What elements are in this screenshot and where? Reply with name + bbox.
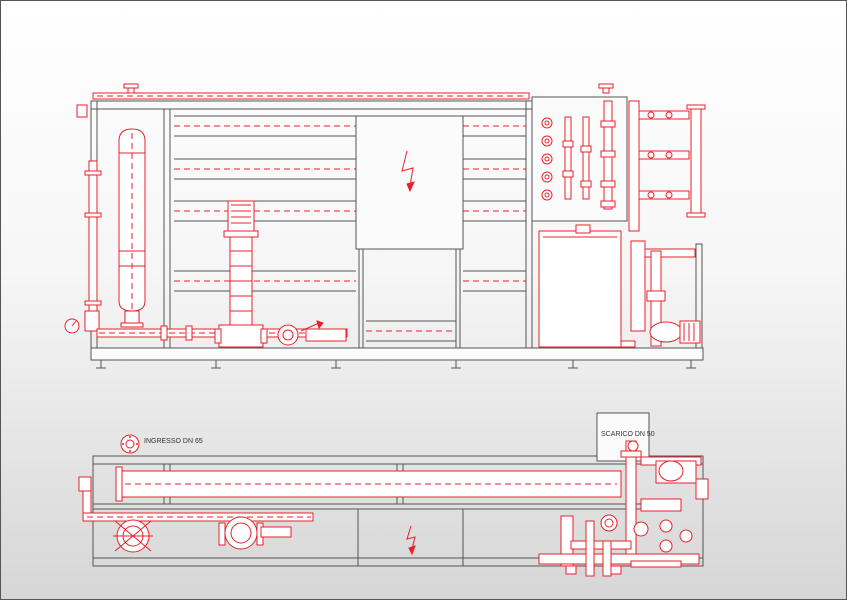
- front-elevation: [64, 83, 706, 369]
- storage-tank: [538, 230, 622, 348]
- electrical-panel: [355, 115, 464, 250]
- outlet-manifolds: [628, 100, 706, 232]
- electrical-panel-plan: [357, 508, 464, 567]
- top-flanges: [76, 83, 614, 118]
- inlet-flange-icon: [120, 434, 140, 454]
- membrane-tube-plan: [115, 466, 622, 502]
- pump-plan-icon: [218, 516, 295, 550]
- lightning-bolt-icon: [406, 525, 416, 556]
- plan-view: INGRESSO DN 65: [78, 412, 709, 577]
- skid-feet: [96, 360, 696, 369]
- top-beam: [90, 100, 533, 110]
- pressure-gauge-icon: [64, 318, 80, 334]
- membrane-housings: [174, 115, 526, 342]
- vessel-plan-icon: [113, 519, 153, 553]
- booster-pump: [620, 240, 701, 348]
- cabinet-stand: [358, 249, 461, 348]
- lightning-bolt-icon: [401, 150, 415, 193]
- inlet-pipework-plan: [78, 476, 314, 522]
- inlet-riser: [84, 160, 102, 332]
- outlet-pipework-plan: [538, 440, 709, 577]
- outlet-label: SCARICO DN 50: [601, 431, 655, 438]
- valve-icon: [277, 320, 347, 346]
- flowmeter-gauges: [541, 100, 616, 210]
- inlet-label: INGRESSO DN 65: [144, 438, 203, 445]
- skid-base: [90, 347, 704, 361]
- pressure-vessel: [118, 128, 146, 328]
- multistage-pump: [214, 200, 268, 348]
